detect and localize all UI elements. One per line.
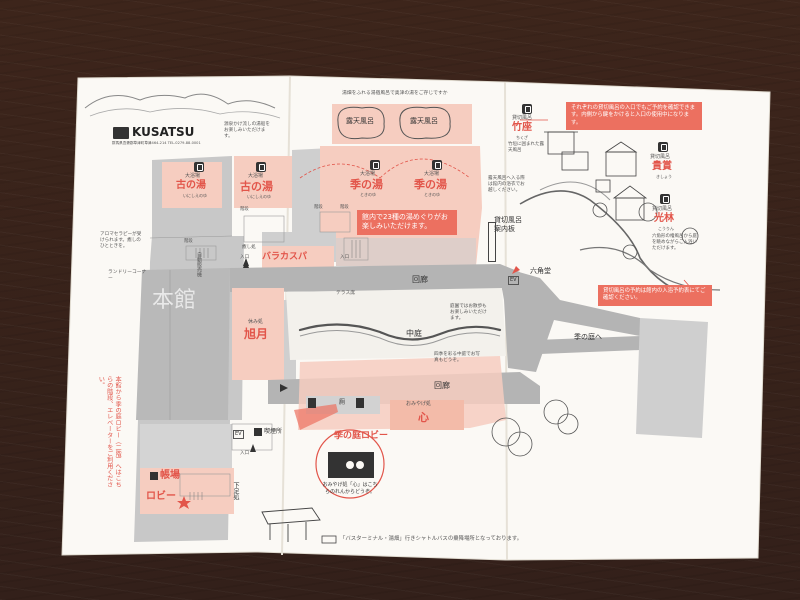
private-bath-callout-top: それぞれの貸切風呂の入口でもご予約を確認できます。内側から鍵をかけると入口の使用… [566,102,702,130]
korin-name: 光林 [654,213,674,224]
furunoyu-2-name: 古の湯 [240,180,273,193]
rotenburo-label-2: 露天風呂 [410,117,438,125]
bath-icon [194,162,204,172]
seasonal-bath-note: 館内で23種の湯めぐりがお楽しみいただけます。 [357,210,457,235]
shuttle-footer: 「バスターミナル・湯畑」行きシャトルバスの乗降場所となっております。 [340,536,523,542]
bath-icon [522,104,532,114]
kinoyu-2-kind: 大浴場 [424,171,440,177]
kinoyu-2-name: 季の湯 [414,178,447,191]
entrance-label: 入口 [240,451,250,456]
accessible-toilet-icon [356,398,364,408]
relaxation-label: 癒し処 [242,245,256,250]
brand-subtitle: 群馬県吾妻郡草津町草津464-214 TEL.0279-88-0001 [112,141,201,145]
chikuza-kind: 貸切風呂 [512,115,533,121]
korin-kind: 貸切風呂 [652,206,673,212]
garden-season-note: 四季を彩る中庭でお写真もどうぞ。 [434,352,480,363]
entrance-label: 入口 [340,255,350,260]
shop-label: おみやげ処 [406,401,432,407]
aroma-note: アロマセラピーが受けられます。癒しのひとときを。 [100,232,142,249]
kisho-reading: きしょう [656,174,672,179]
lobby-name: 季の庭ロビー [334,431,389,441]
bath-icon [658,142,668,152]
shop-name: 心 [418,411,429,424]
terrace-label: テラス席 [336,291,356,296]
laundry-label: ランドリーコーナー [108,270,147,282]
bath-icon [256,162,266,172]
toilet-label: 厠 [339,399,346,406]
garden-note: 庭園ではお散歩もお楽しみいただけます。 [450,304,487,321]
front-desk-label: 帳場 [160,470,180,481]
front-desk-icon [150,472,158,480]
kinoyu-1-name: 季の湯 [350,178,383,191]
shop-bubble-text: おみやげ処「心」はこちらのれんからどうぞ。 [322,482,378,495]
ev-label-2: EV [508,276,519,285]
main-building-label: 本館 [152,288,197,313]
to-garden-link[interactable]: 季の庭へ [574,333,602,341]
stair-label: 階段 [314,205,323,210]
kinoyu-1-kind: 大浴場 [360,171,376,177]
lobby-main-label: ロビー [146,491,176,502]
genkan-label: 下足処 [232,482,239,500]
nakaniwa-label: 中庭 [406,329,422,338]
ev-label: EV [233,430,244,439]
kisho-kind: 貸切風呂 [650,154,671,160]
kinoyu-1-reading: ときのゆ [360,192,376,197]
bath-icon [370,160,380,170]
korin-note: 六角形の檜風呂から庭を眺めながらご入浴いただけます。 [652,234,697,251]
kisho-name: 貴賞 [652,161,672,172]
vertical-guide-note: 本館から季の庭ロビー（二階）へはこちらの階段、エレベーターをご利用ください。 [97,376,122,488]
rotenburo-label-1: 露天風呂 [346,117,374,125]
guide-board-icon [488,222,496,262]
smoking-label: 喫煙所 [264,428,283,435]
jihan-label: 自動販売機 [196,252,202,277]
toilet-icon [308,398,316,408]
bath-icon [432,160,442,170]
stair-label: 階段 [340,205,349,210]
chikuza-name: 竹座 [512,122,532,133]
private-bath-callout-bottom: 貸切風呂の予約は館内の入浴予約表にてご確認ください。 [598,285,712,306]
balance-spa-name: バラカスパ [262,252,308,262]
kinoyu-2-reading: ときのゆ [424,192,440,197]
bath-icon [660,194,670,204]
stair-label: 階段 [184,239,193,244]
furunoyu-2-kind: 大浴場 [248,173,264,179]
guide-board-label: 貸切風呂 案内板 [494,216,522,234]
kyokugetsu-name: 旭月 [244,327,269,341]
rotenburo-note: 露天風呂へ入る際は館内の浴衣でお越しください。 [488,176,525,193]
kyukeisho-label: 休み処 [248,319,264,325]
smoking-icon [254,428,262,436]
kairo-bottom-label: 回廊 [434,381,450,390]
intro-note: 源泉かけ流しの湯船をお楽しみいただけます。 [224,122,270,139]
chikuza-reading: ちくざ [516,135,528,140]
rokkakudo-label: 六角堂 [530,267,551,275]
kairo-top-label: 回廊 [412,275,428,284]
furunoyu-1-name: 古の湯 [176,180,206,191]
rotenburo-intro: 湯畑をふれる湯宿風呂で奥津の湯をご存じですか [342,91,448,96]
stair-label: 階段 [240,207,249,212]
korin-reading: こうりん [658,226,674,231]
brand-logo: KUSATSU [132,125,195,139]
furunoyu-2-reading: いにしえのゆ [247,194,271,199]
entrance-label: 入口 [240,255,250,260]
logo-icon [113,127,129,139]
furunoyu-1-kind: 大浴場 [185,173,201,179]
chikuza-note: 竹垣に囲まれた露天風呂 [508,142,544,153]
furunoyu-1-reading: いにしえのゆ [183,193,207,198]
